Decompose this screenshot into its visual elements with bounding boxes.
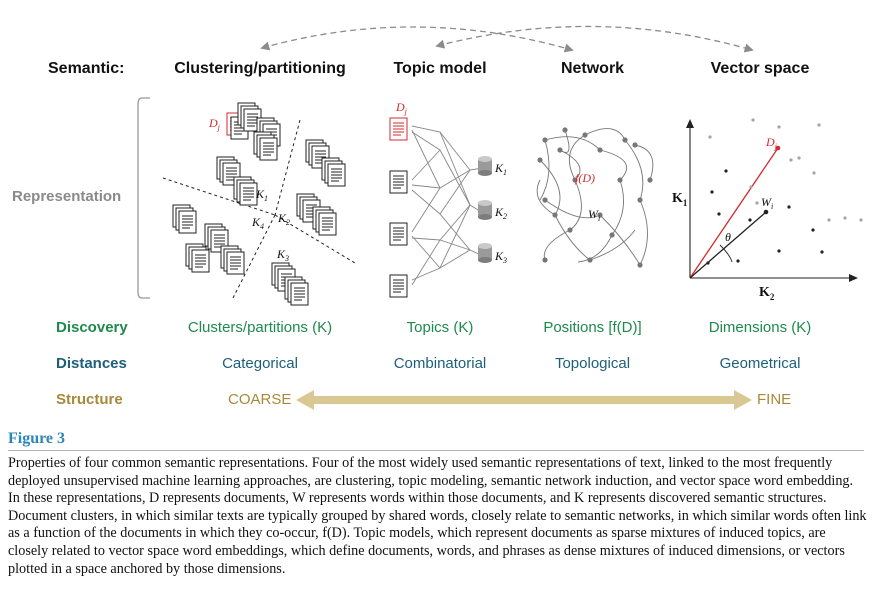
header-topic-model: Topic model (393, 60, 487, 77)
structure-fine: FINE (757, 391, 792, 408)
label-dj-vector: Dj (765, 135, 778, 151)
discovery-topic: Topics (K) (406, 319, 474, 336)
topic-model-panel: Dj K1 K2 K3 (389, 100, 507, 298)
axis-label-k1: K1 (672, 191, 688, 208)
distances-clustering: Categorical (222, 355, 298, 372)
label-fd-network: f(D) (575, 171, 595, 185)
discovery-vector: Dimensions (K) (708, 319, 812, 336)
row-label-representation: Representation (12, 188, 122, 205)
distances-network: Topological (554, 355, 631, 372)
distances-topic: Combinatorial (393, 355, 487, 372)
label-wi-vector: Wi (761, 195, 773, 211)
label-k3-topic: K3 (494, 249, 507, 265)
figure-caption: Properties of four common semantic repre… (8, 455, 867, 577)
vector-space-panel: Dj Wi θ K1 K2 (672, 118, 863, 302)
label-k1-cluster: K1 (255, 187, 268, 203)
label-k2-cluster: K2 (277, 211, 290, 227)
header-network: Network (560, 60, 625, 77)
clustering-panel: Dj K1 K2 K4 K3 (162, 103, 356, 305)
semantic-label: Semantic: (48, 60, 125, 77)
coarse-fine-arrow (296, 390, 752, 410)
label-k1-topic: K1 (494, 161, 507, 177)
network-panel: f(D) Wi (536, 127, 654, 268)
label-k3-cluster: K3 (276, 247, 289, 263)
figure-title: Figure 3 (8, 430, 66, 447)
label-dj-topic: Dj (395, 100, 408, 116)
header-clustering: Clustering/partitioning (174, 60, 346, 77)
representation-bracket (137, 97, 150, 299)
label-dj-cluster: Dj (208, 116, 221, 132)
label-k4-cluster: K4 (251, 215, 264, 231)
semantic-representations-diagram: Dj K1 K2 K4 K3 Dj K1 (137, 25, 863, 410)
discovery-network: Positions [f(D)] (543, 319, 642, 336)
label-wi-network: Wi (588, 207, 600, 223)
figure-rule (8, 450, 864, 451)
label-k2-topic: K2 (494, 205, 507, 221)
axis-label-k2: K2 (759, 285, 775, 302)
header-vector-space: Vector space (710, 60, 810, 77)
distances-vector: Geometrical (719, 355, 801, 372)
label-theta: θ (725, 230, 731, 244)
discovery-clustering: Clusters/partitions (K) (187, 319, 333, 336)
row-label-distances: Distances (56, 355, 127, 372)
relation-arrows (260, 25, 754, 53)
row-label-discovery: Discovery (56, 319, 128, 336)
row-label-structure: Structure (56, 391, 123, 408)
structure-coarse: COARSE (228, 391, 292, 408)
